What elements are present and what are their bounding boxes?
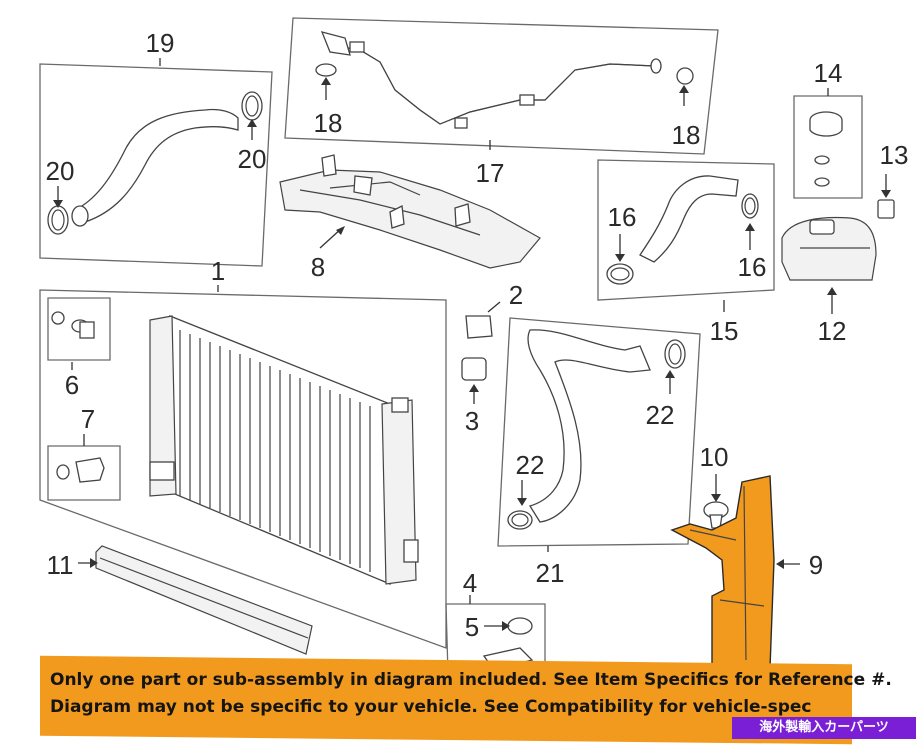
seal-11 — [78, 545, 313, 655]
insulator-2 — [465, 301, 501, 339]
callout-22-left: 22 — [516, 450, 545, 480]
callout-7: 7 — [81, 404, 95, 434]
callout-18-right: 18 — [672, 120, 701, 150]
disclaimer-line-2: Diagram may not be specific to your vehi… — [50, 697, 812, 717]
valve-group-7 — [47, 434, 121, 501]
cap-group-14 — [793, 88, 863, 199]
sensor-13 — [877, 174, 895, 219]
clamp-18-left — [315, 63, 337, 77]
air-baffle-9-highlighted — [670, 475, 800, 669]
callout-14: 14 — [814, 58, 843, 88]
clamp-20-right — [241, 91, 263, 121]
callout-16-left: 16 — [608, 202, 637, 232]
callout-17: 17 — [476, 158, 505, 188]
disclaimer-line-1: Only one part or sub-assembly in diagram… — [50, 670, 892, 690]
clamp-16-left — [606, 263, 634, 285]
push-pin-10 — [703, 474, 729, 529]
callout-20-left: 20 — [46, 156, 75, 186]
coolant-reservoir-12 — [781, 216, 877, 314]
clamp-18-right — [676, 67, 694, 85]
callout-21: 21 — [536, 558, 565, 588]
air-deflector-8 — [279, 154, 541, 269]
callout-1: 1 — [211, 256, 225, 286]
clamp-22-top — [664, 339, 686, 369]
callout-19: 19 — [146, 28, 175, 58]
callout-8: 8 — [311, 252, 325, 282]
clamp-20-left — [47, 205, 69, 235]
callout-4: 4 — [463, 568, 477, 598]
callout-2: 2 — [509, 280, 523, 310]
clamp-16-right — [741, 193, 759, 219]
radiator-group-1 — [39, 285, 447, 649]
callout-11: 11 — [47, 550, 74, 580]
callout-20-right: 20 — [238, 144, 267, 174]
callout-10: 10 — [700, 442, 729, 472]
callout-18-left: 18 — [314, 108, 343, 138]
callout-15: 15 — [710, 316, 739, 346]
pipe-group-17 — [284, 17, 719, 155]
callout-5: 5 — [465, 612, 479, 642]
callout-22-right: 22 — [646, 400, 675, 430]
hose-group-19 — [39, 58, 273, 267]
callout-6: 6 — [65, 370, 79, 400]
callout-16-right: 16 — [738, 252, 767, 282]
callout-9: 9 — [809, 550, 823, 580]
hose-group-21 — [497, 317, 701, 552]
clamp-22-bottom — [507, 510, 533, 530]
drain-plug-group-6 — [47, 297, 111, 370]
callout-12: 12 — [818, 316, 847, 346]
import-parts-tag: 海外製輸入カーパーツ — [732, 717, 916, 739]
insulator-3 — [461, 357, 487, 404]
hose-group-15 — [597, 159, 775, 312]
callout-3: 3 — [465, 406, 479, 436]
radiator-core-fins — [179, 330, 371, 572]
callout-13: 13 — [880, 140, 909, 170]
